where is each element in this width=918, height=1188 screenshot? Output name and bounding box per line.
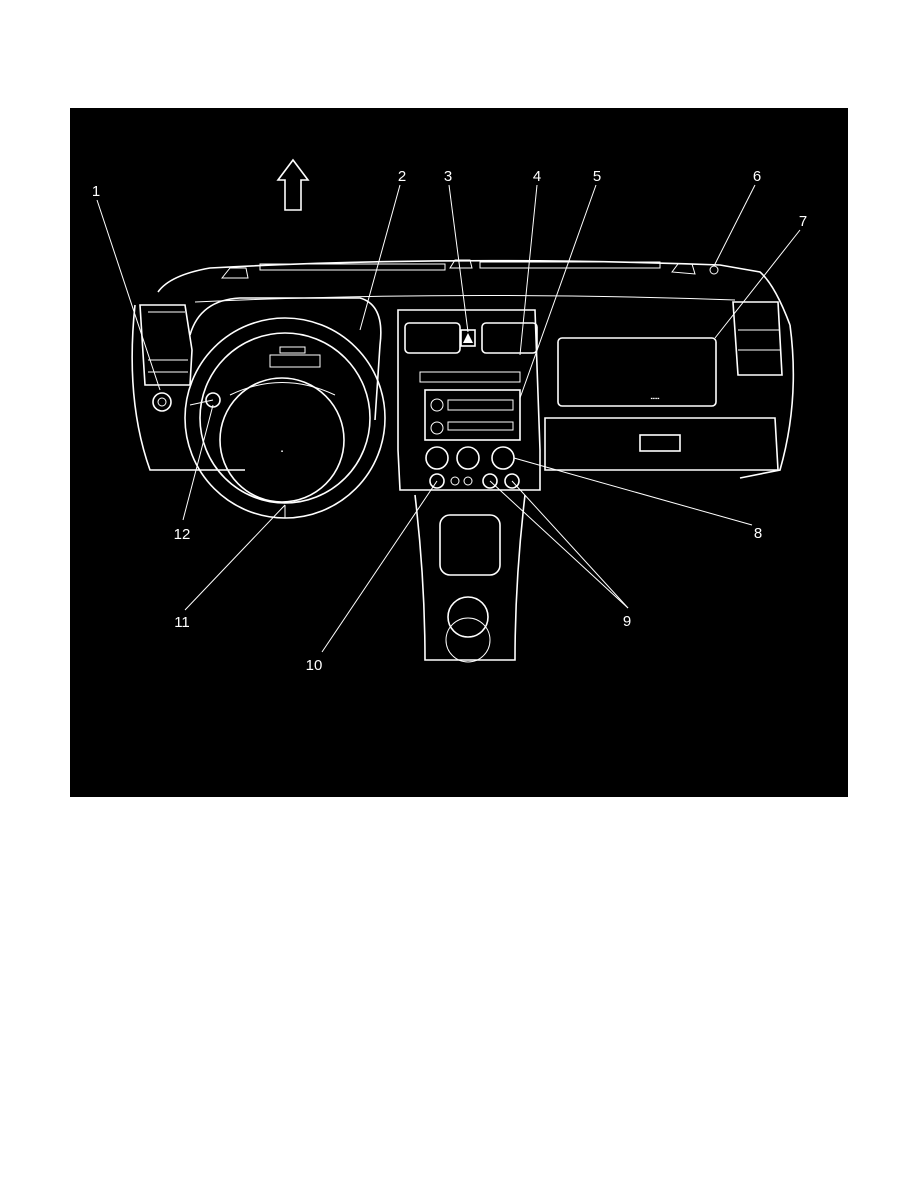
callout-6: 6 [753, 168, 761, 185]
console-storage [439, 514, 501, 576]
callout-8: 8 [754, 525, 762, 542]
hvac-knob-left [425, 446, 449, 470]
sunload-sensor [709, 265, 719, 275]
radio [424, 389, 521, 441]
callout-7: 7 [799, 213, 807, 230]
callout-9: 9 [623, 613, 631, 630]
dash-top-outline [157, 259, 791, 326]
steering-wheel [184, 317, 386, 519]
warning-triangle-icon [463, 333, 473, 343]
heated-seat-switch-left [429, 473, 445, 489]
heated-seat-switch-right-b [504, 473, 520, 489]
passenger-airbag-door [557, 337, 717, 407]
callout-5: 5 [593, 168, 601, 185]
turn-signal-lever [205, 392, 221, 408]
cup-holder [447, 596, 489, 638]
driver-airbag [219, 377, 345, 503]
defrost-vent [259, 263, 446, 271]
right-air-vent [732, 301, 783, 376]
dashboard-line-drawing: ▪ ▪▪▪▪▪ 1 2 3 4 [92, 158, 807, 674]
leader-lines [96, 184, 801, 653]
callout-10: 10 [306, 657, 323, 674]
glove-box [544, 417, 779, 471]
center-stack [397, 309, 541, 491]
instrument-cluster-hood [189, 297, 382, 421]
left-air-vent [139, 304, 193, 386]
callout-2: 2 [398, 168, 406, 185]
callout-1: 1 [92, 183, 100, 200]
dashboard-diagram: ▪ ▪▪▪▪▪ 1 2 3 4 [70, 108, 848, 797]
up-arrow-icon [276, 158, 310, 211]
center-right-vent [481, 322, 538, 354]
svg-text:▪▪▪▪▪: ▪▪▪▪▪ [651, 396, 660, 402]
callout-3: 3 [444, 168, 452, 185]
glove-box-handle [639, 434, 681, 452]
hvac-knob-right [491, 446, 515, 470]
svg-text:▪: ▪ [281, 449, 283, 455]
instrument-cluster-display [269, 354, 321, 368]
headlamp-switch [152, 392, 172, 412]
callout-12: 12 [174, 526, 191, 543]
callout-4: 4 [533, 168, 541, 185]
center-console [414, 494, 526, 661]
heated-seat-switch-right-a [482, 473, 498, 489]
center-left-vent [404, 322, 461, 354]
switch-bank [419, 371, 521, 383]
hvac-knob-middle [456, 446, 480, 470]
callout-11: 11 [174, 614, 190, 631]
